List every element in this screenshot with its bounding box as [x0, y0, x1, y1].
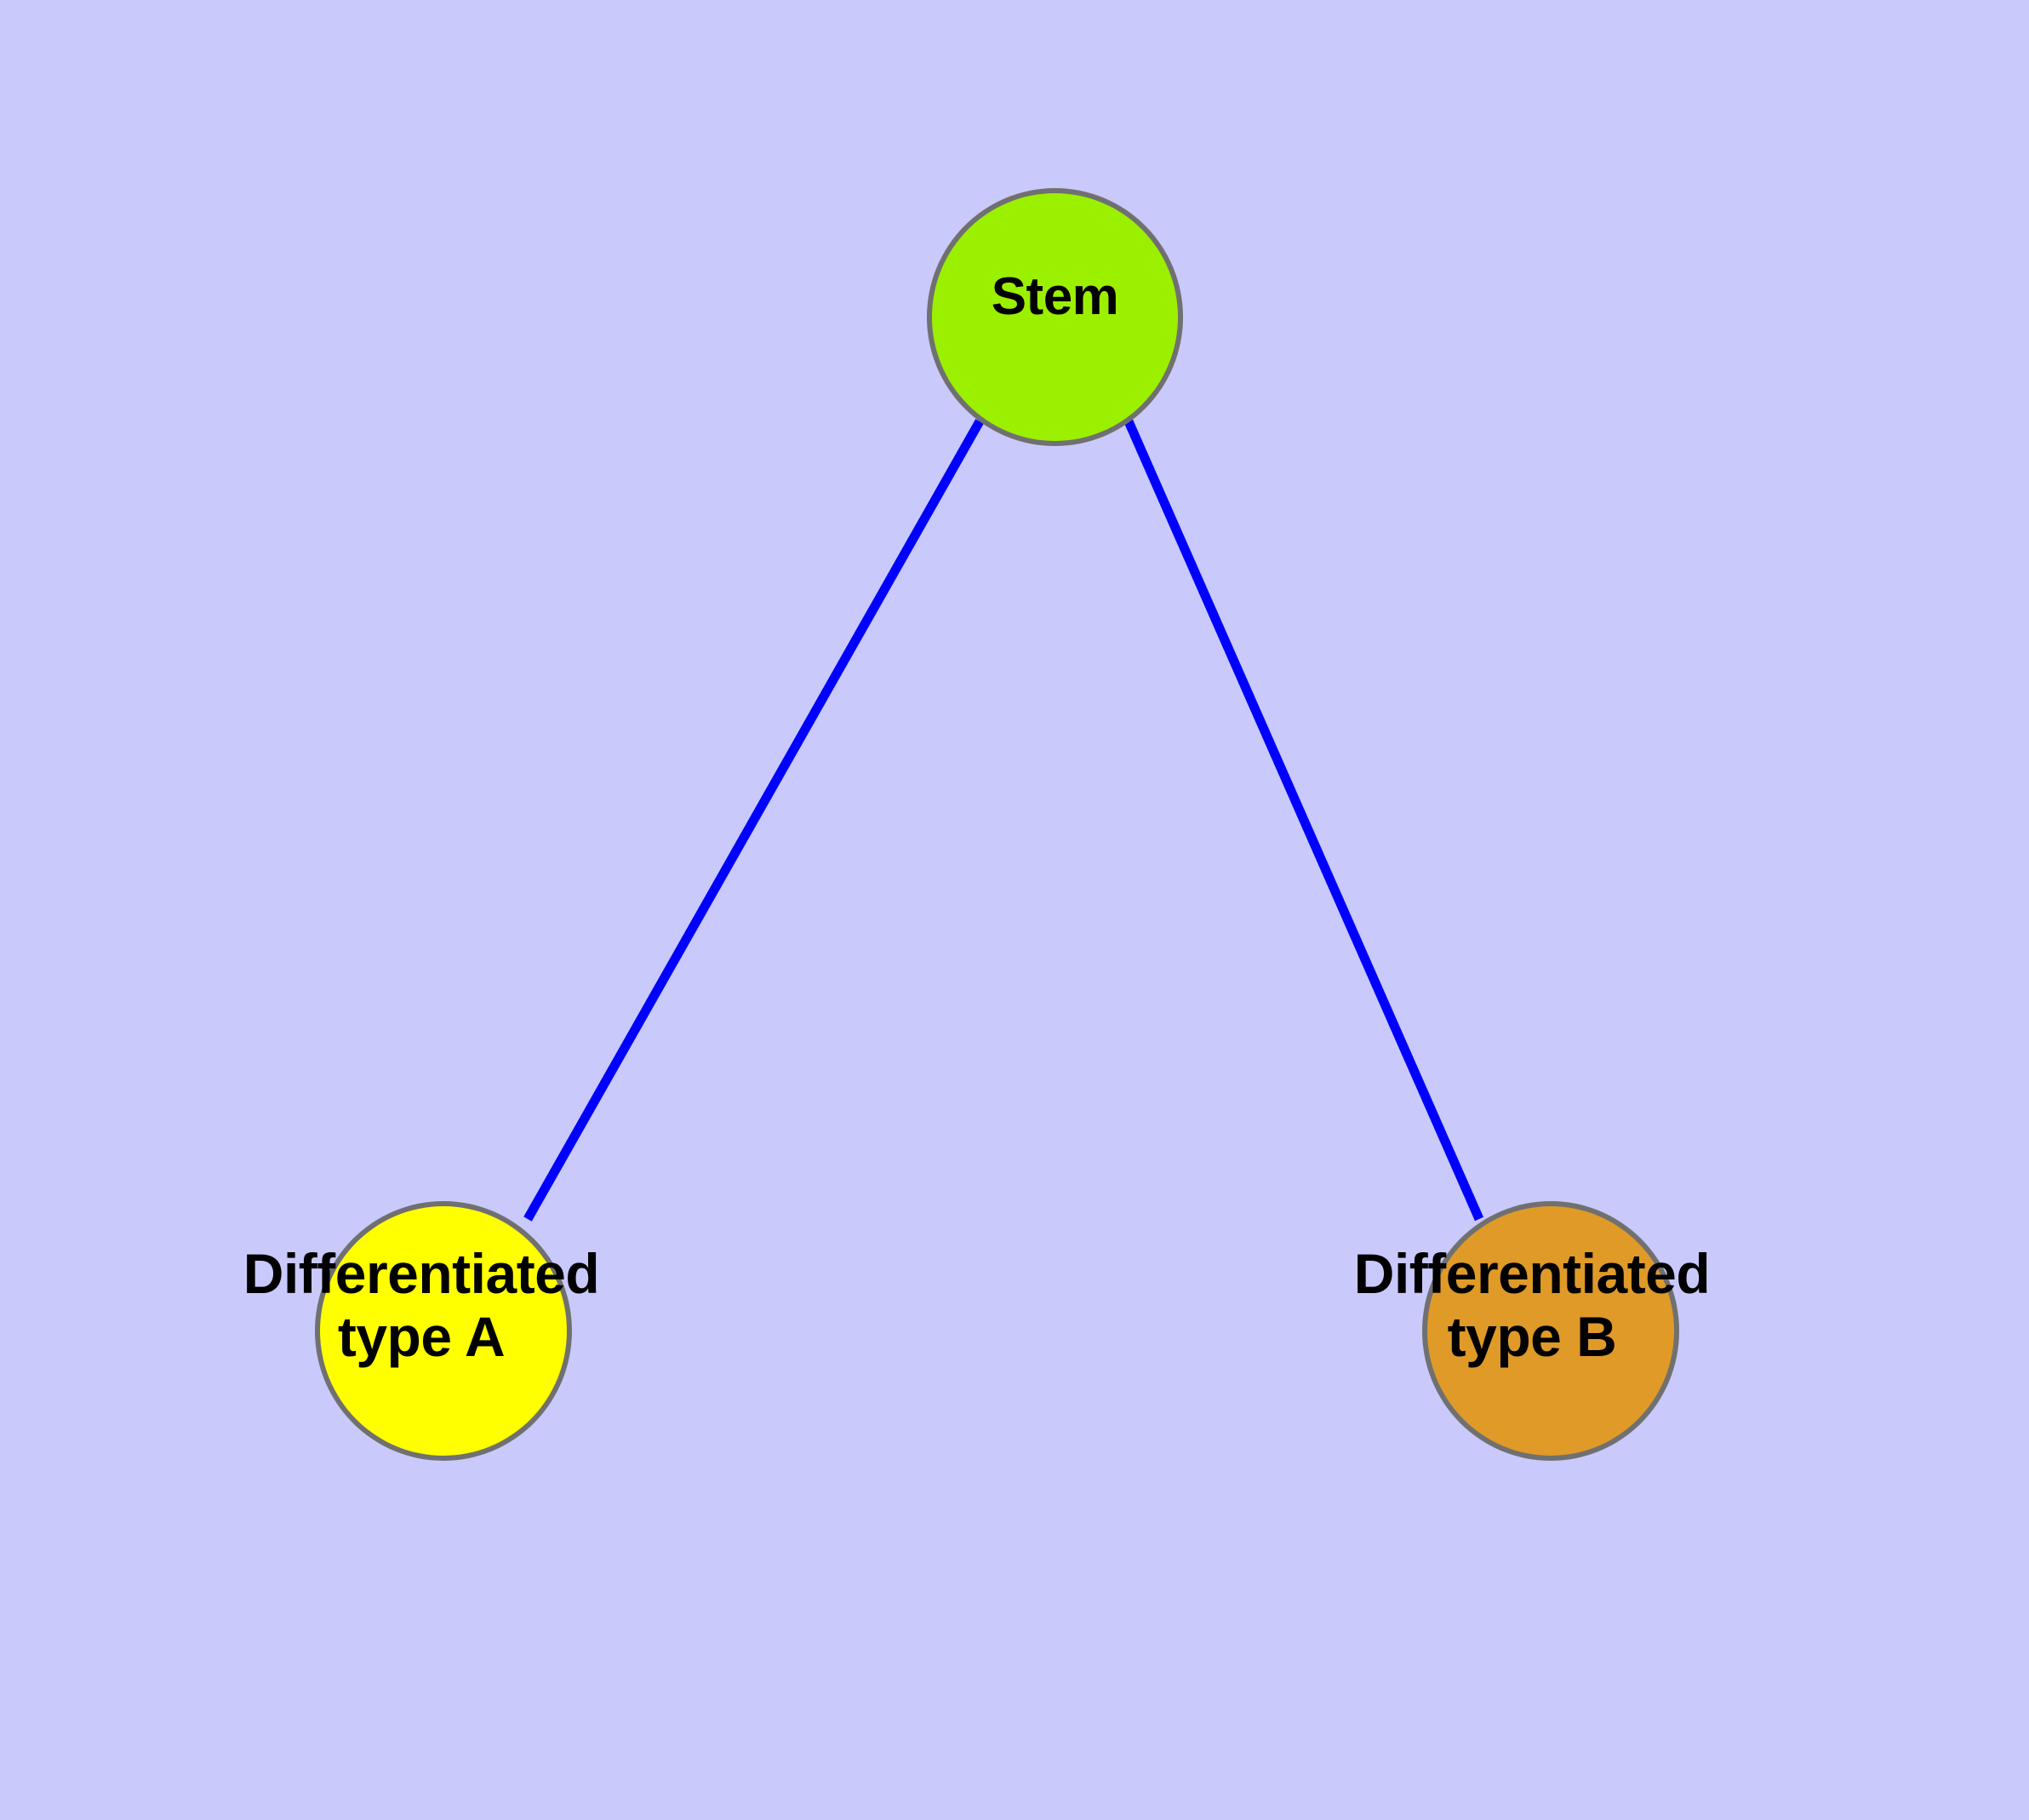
edge-stem-to-type-a[interactable] — [523, 419, 984, 1222]
edge-stem-to-type-b[interactable] — [1123, 419, 1484, 1222]
node-differentiated-type-a[interactable] — [315, 1201, 572, 1461]
node-stem[interactable] — [927, 188, 1183, 446]
node-label-stem: Stem — [991, 267, 1119, 326]
node-label-differentiated-type-a: Differentiated type A — [243, 1242, 600, 1368]
node-label-differentiated-type-b: Differentiated type B — [1353, 1242, 1711, 1368]
node-differentiated-type-b[interactable] — [1422, 1201, 1679, 1461]
